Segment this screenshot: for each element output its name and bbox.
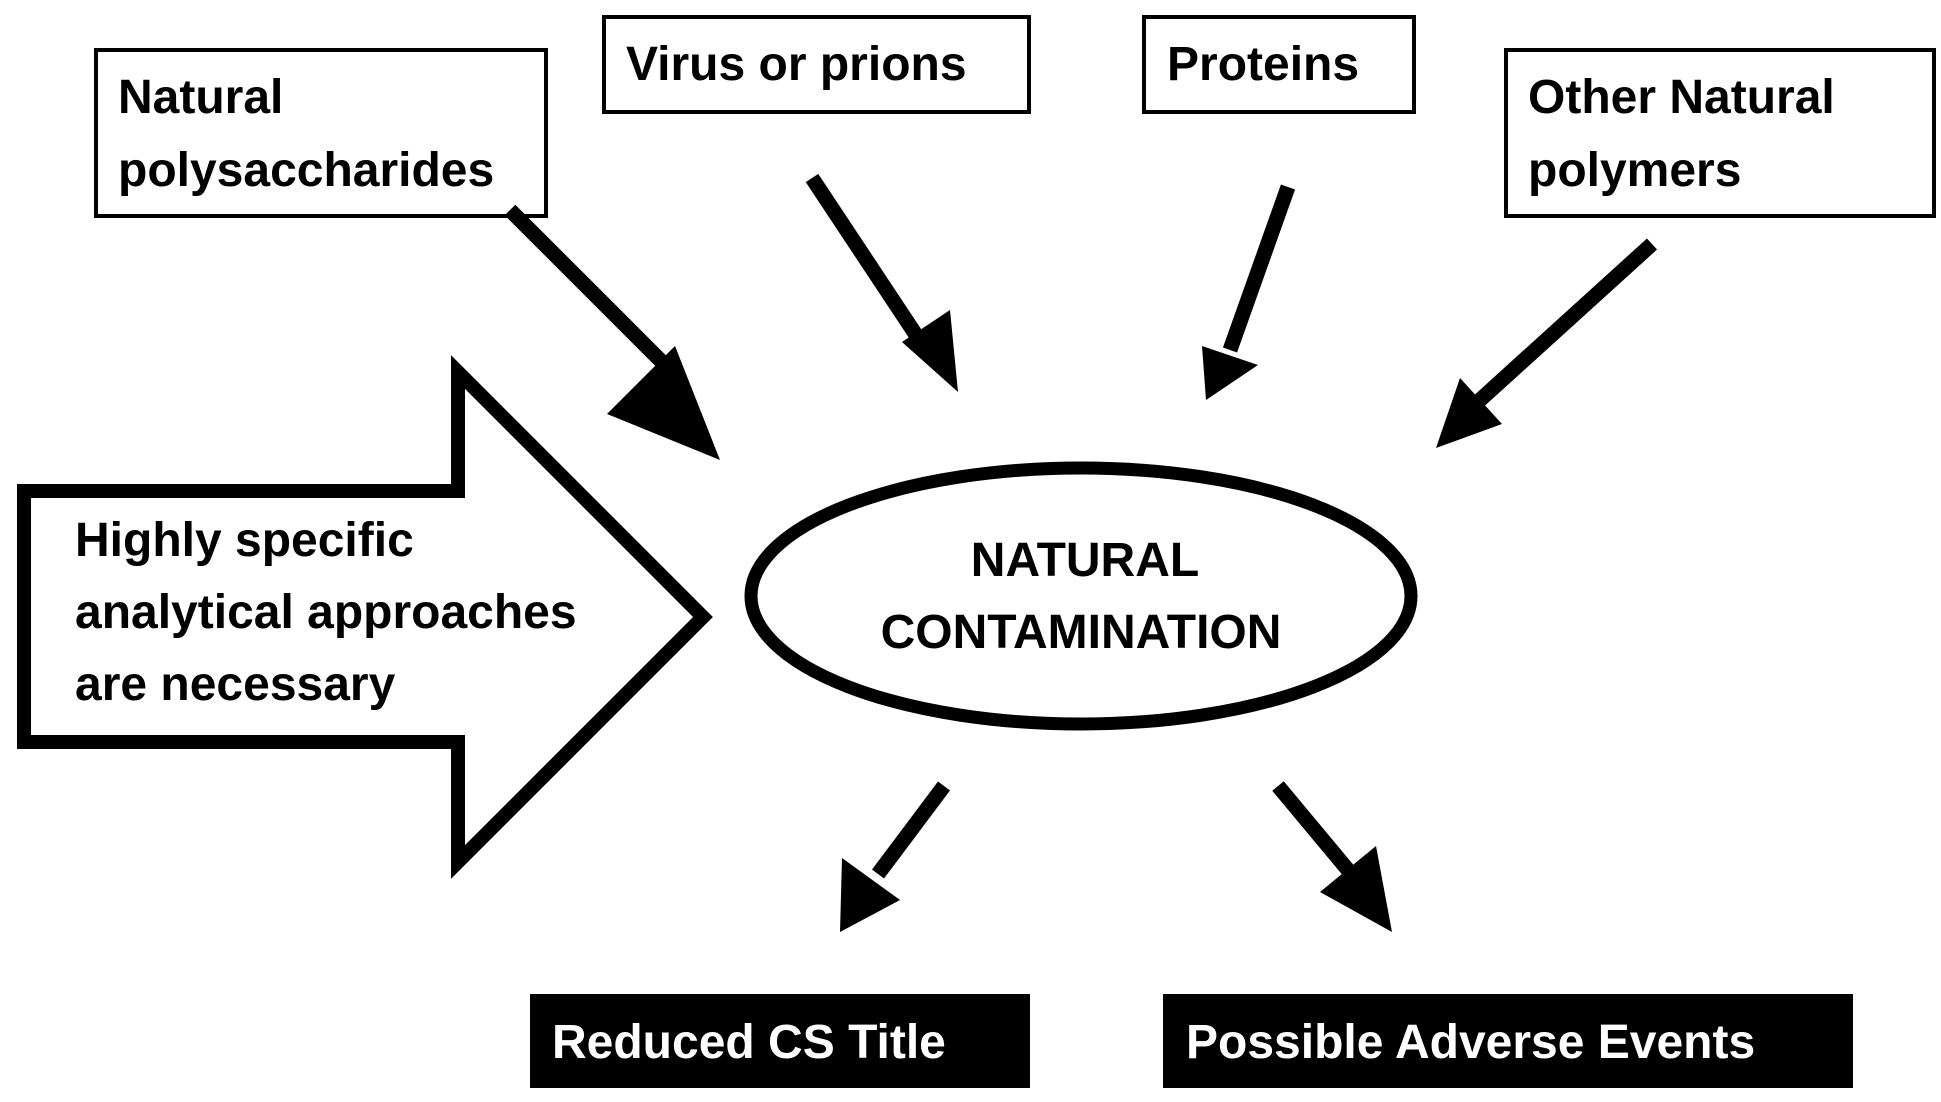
box-label-line: Natural	[118, 71, 283, 124]
arrow-head	[902, 310, 958, 392]
arrow-shaft	[1474, 238, 1658, 406]
arrow-head	[607, 346, 720, 460]
box-label-line: polysaccharides	[118, 144, 494, 197]
arrow-shaft	[1272, 781, 1354, 875]
block-arrow-analytical-approaches: Highly specific analytical approaches ar…	[17, 355, 713, 879]
arrow-center-to-adverse-events	[1272, 781, 1392, 932]
center-label-line: NATURAL	[971, 534, 1199, 587]
block-arrow-shape	[17, 355, 713, 879]
box-frame	[1504, 48, 1936, 218]
box-label-line: Proteins	[1167, 38, 1359, 91]
box-label-line: Other Natural	[1528, 71, 1835, 124]
box-label-line: polymers	[1528, 144, 1741, 197]
box-frame	[602, 15, 1031, 114]
arrow-polysaccharides-to-center	[504, 204, 720, 460]
block-arrow-label-line: analytical approaches	[75, 586, 577, 639]
source-box-proteins: Proteins	[1142, 15, 1416, 114]
arrow-other-polymers-to-center	[1436, 238, 1658, 448]
block-arrow-label-line: Highly specific	[75, 514, 414, 567]
center-label-line: CONTAMINATION	[881, 606, 1282, 659]
box-frame	[530, 994, 1030, 1088]
box-label-line: Virus or prions	[626, 38, 967, 91]
center-ellipse	[744, 461, 1418, 731]
outcome-box-adverse-events: Possible Adverse Events	[1163, 994, 1853, 1088]
outcome-box-reduced-cs: Reduced CS Title	[530, 994, 1030, 1088]
arrow-shaft	[872, 781, 950, 879]
block-arrow-label-line: are necessary	[75, 658, 396, 711]
box-label-line: Possible Adverse Events	[1186, 1016, 1755, 1069]
arrow-head	[1202, 346, 1258, 400]
box-label-line: Reduced CS Title	[552, 1016, 946, 1069]
arrow-virus-to-center	[805, 173, 958, 392]
arrow-shaft	[1222, 184, 1296, 353]
source-box-polysaccharides: Natural polysaccharides	[94, 48, 548, 218]
arrow-head	[1436, 378, 1502, 448]
arrow-head	[1320, 846, 1392, 932]
arrow-head	[840, 858, 900, 932]
center-natural-contamination: NATURAL CONTAMINATION	[744, 461, 1418, 731]
source-box-other-polymers: Other Natural polymers	[1504, 48, 1936, 218]
box-frame	[1163, 994, 1853, 1088]
arrow-shaft	[805, 173, 933, 355]
box-frame	[1142, 15, 1416, 114]
arrow-center-to-reduced-cs	[840, 781, 950, 932]
source-box-virus: Virus or prions	[602, 15, 1031, 114]
box-frame	[94, 48, 548, 218]
arrow-shaft	[504, 204, 686, 386]
arrow-proteins-to-center	[1202, 184, 1296, 400]
